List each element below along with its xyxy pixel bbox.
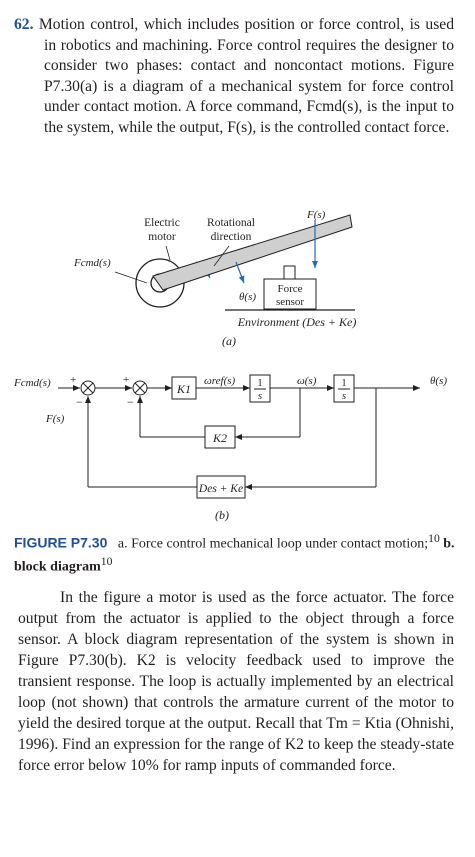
electric-motor-label: Electric — [144, 217, 180, 229]
figure-b-labels: Fcmd(s) + − + − F(s) K1 ωref(s) 1 s ω(s)… — [13, 374, 447, 522]
force-sensor-connector — [283, 265, 296, 280]
force-command-label: Fcmd(s) — [73, 257, 111, 269]
summing-junction-2 — [132, 380, 148, 396]
rotational-direction-label-2: direction — [211, 231, 252, 243]
force-sensor-label: Force — [277, 283, 302, 295]
wref-label: ωref(s) — [204, 375, 236, 387]
robot-arm — [152, 214, 353, 291]
sum1-minus-sign: − — [76, 395, 83, 409]
figure-b-sublabel: (b) — [215, 508, 229, 522]
force-output-label: F(s) — [306, 209, 326, 221]
fcmd-input-label: Fcmd(s) — [13, 377, 51, 389]
figure-caption-text: a. Force control mechanical loop under c… — [117, 536, 429, 552]
sum2-plus-sign: + — [123, 374, 129, 386]
body-paragraph: In the figure a motor is used as the for… — [18, 587, 454, 776]
figure-caption: FIGURE P7.30 a. Force control mechanical… — [14, 530, 459, 575]
figure-a-sublabel: (a) — [222, 334, 236, 348]
sum1-plus-sign: + — [70, 374, 76, 386]
rotational-direction-label: Rotational — [207, 217, 255, 229]
caption-reference-2: 10 — [100, 554, 113, 568]
block-environment-label: Des + Ke — [198, 483, 243, 495]
block-k2-label: K2 — [212, 431, 227, 445]
problem-number: 62. — [14, 16, 34, 33]
figure-caption-text-2: b. block diagram — [14, 536, 455, 575]
figure-b-block-diagram — [58, 374, 420, 499]
rotational-pointer — [213, 245, 230, 267]
block-integrator-1-den: s — [258, 391, 262, 402]
body-text: In the figure a motor is used as the for… — [18, 589, 454, 774]
environment-label: Environment (Des + Ke) — [237, 315, 357, 329]
block-integrator-2-num: 1 — [341, 378, 346, 389]
w-label: ω(s) — [297, 375, 317, 387]
sum2-minus-sign: − — [127, 395, 134, 409]
electric-motor-label-2: motor — [148, 231, 176, 243]
block-integrator-2-den: s — [342, 391, 346, 402]
figure-a-mechanism: Electric motor Rotational direction F(s)… — [73, 209, 356, 348]
figure-p7-30: Electric motor Rotational direction F(s)… — [13, 209, 447, 522]
force-sensor-label-2: sensor — [276, 296, 304, 308]
theta-output-label: θ(s) — [430, 375, 447, 387]
block-k1-label: K1 — [176, 382, 191, 396]
summing-junction-1 — [80, 380, 96, 396]
theta-label: θ(s) — [239, 291, 256, 303]
theta-arrow — [235, 261, 245, 284]
fcmd-pointer — [114, 271, 148, 284]
figure-caption-label: FIGURE P7.30 — [14, 534, 108, 551]
caption-reference-1: 10 — [428, 532, 440, 545]
fs-feedback-label: F(s) — [45, 413, 65, 425]
problem-text: Motion control, which includes position … — [38, 16, 454, 136]
problem-statement: 62. Motion control, which includes posit… — [14, 15, 454, 139]
force-sensor-box — [263, 278, 317, 310]
motor-pointer — [165, 245, 171, 261]
block-integrator-1-num: 1 — [257, 378, 262, 389]
